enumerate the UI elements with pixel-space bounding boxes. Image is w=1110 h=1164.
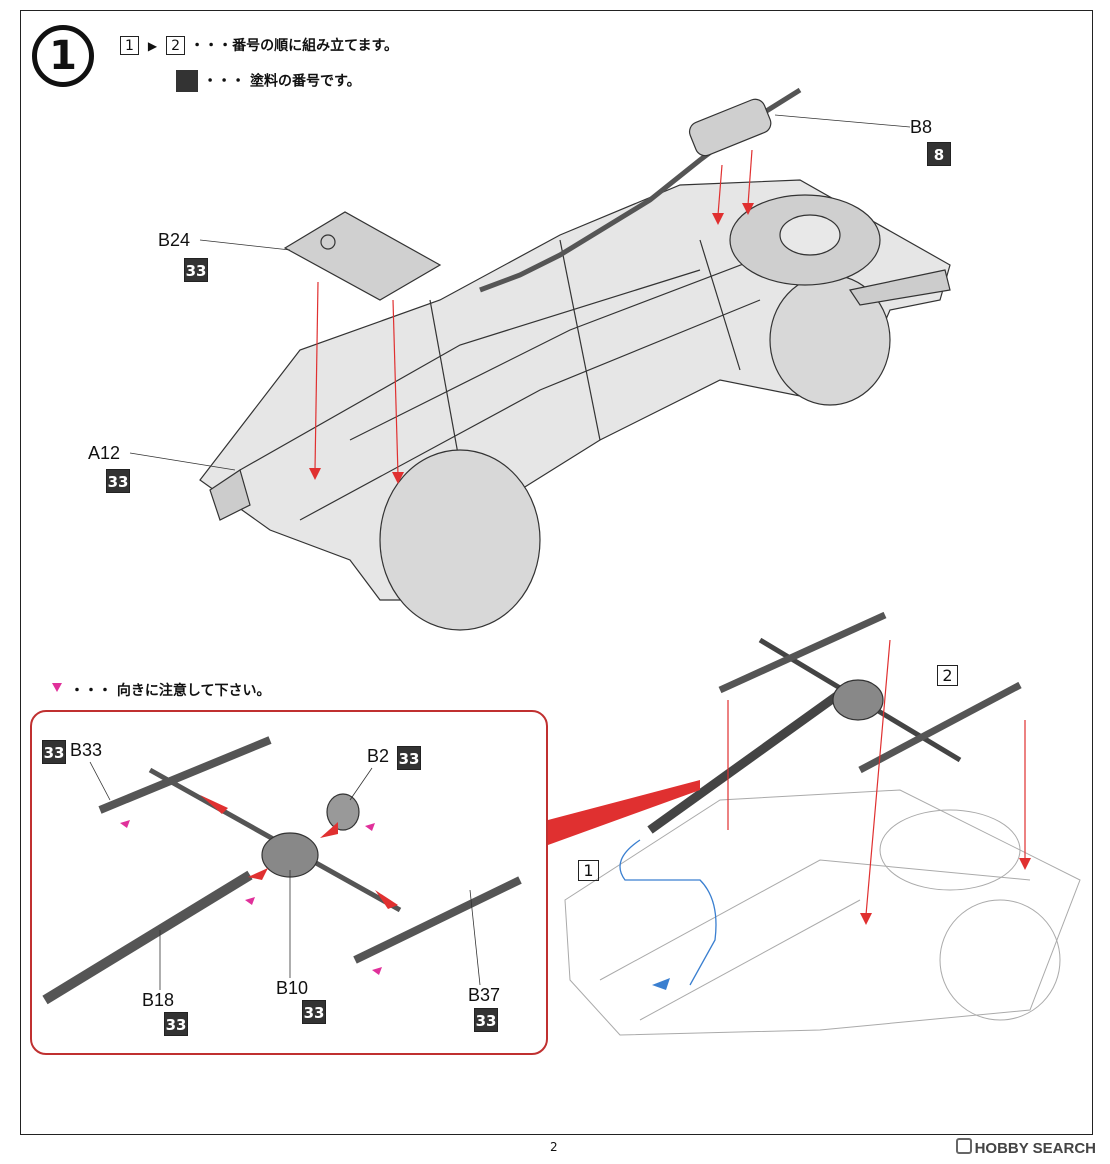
paint-box-a12: 33	[106, 469, 130, 493]
part-label-b24: B24	[158, 230, 191, 250]
paint-text: ・・・ 塗料の番号です。	[203, 73, 361, 90]
part-label-b2: B2	[367, 746, 390, 766]
part-label-b37: B37	[468, 985, 501, 1005]
direction-text: ・・・ 向きに注意して下さい。	[70, 683, 271, 699]
paint-instruction: ・・・ 塗料の番号です。	[176, 70, 361, 92]
watermark: HOBBY SEARCH	[955, 1138, 1096, 1157]
order-text: ・・・番号の順に組み立てます。	[190, 38, 399, 54]
watermark-logo-icon	[955, 1138, 972, 1154]
paint-box-b2: 33	[397, 746, 421, 770]
part-label-b10: B10	[276, 978, 309, 998]
paint-box-b10: 33	[302, 1000, 326, 1024]
arrow-right-icon: ▶	[144, 39, 161, 53]
paint-box-b37: 33	[474, 1008, 498, 1032]
part-label-b8: B8	[910, 117, 933, 137]
part-label-b33: B33	[70, 740, 103, 760]
direction-note: ・・・ 向きに注意して下さい。	[70, 680, 270, 700]
paint-box-b24: 33	[184, 258, 208, 282]
sub-step-1-box: 1	[578, 860, 599, 881]
sub-step-2-box: 2	[937, 665, 958, 686]
paint-box-b33: 33	[42, 740, 66, 764]
paint-box-b8: 8	[927, 142, 951, 166]
page-number: 2	[550, 1140, 558, 1154]
part-label-a12: A12	[88, 443, 121, 463]
page-frame	[20, 10, 1093, 1135]
part-label-b18: B18	[142, 990, 175, 1010]
watermark-text: HOBBY SEARCH	[974, 1140, 1096, 1157]
order-to-box: 2	[166, 36, 186, 55]
paint-swatch-icon	[176, 70, 198, 92]
detail-inset-box	[30, 710, 548, 1055]
order-instruction: 1 ▶ 2 ・・・番号の順に組み立てます。	[120, 35, 398, 55]
step-number-badge: 1	[32, 25, 94, 87]
order-from-box: 1	[120, 36, 139, 55]
paint-box-b18: 33	[164, 1012, 188, 1036]
